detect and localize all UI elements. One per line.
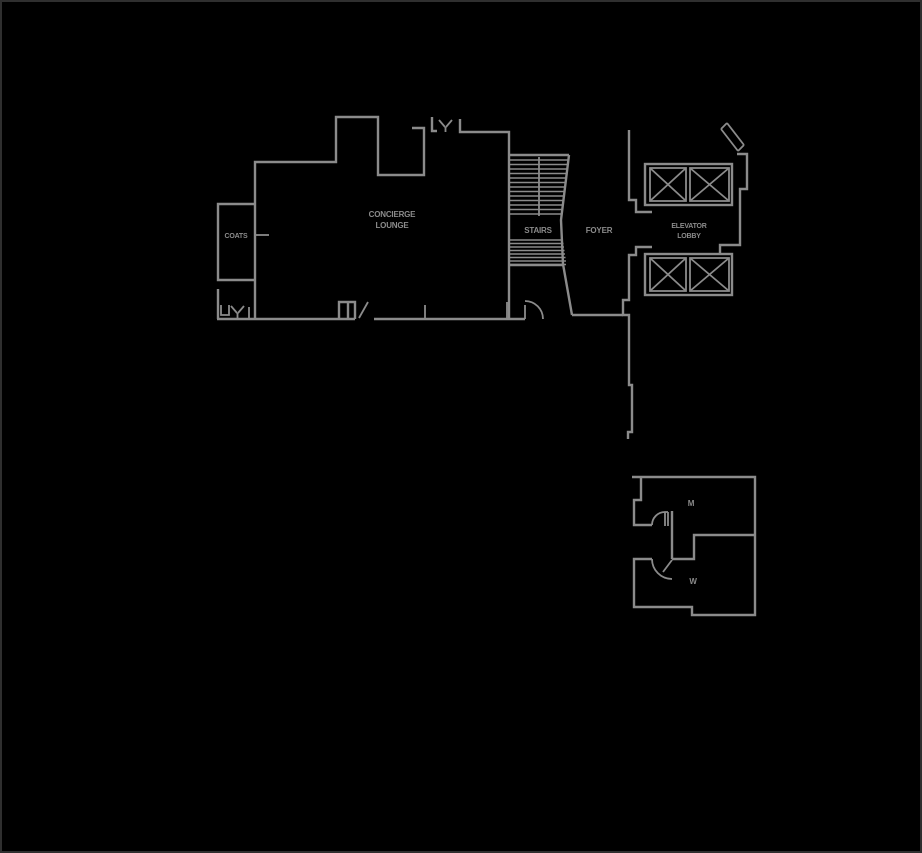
mens-door-icon — [664, 511, 669, 526]
bottom-door-leaf-icon — [358, 301, 369, 319]
elevator-shaft — [649, 167, 687, 202]
stairs-block — [509, 153, 574, 320]
elevator-shaft — [649, 257, 687, 292]
concierge-lounge-label: CONCIERGE — [369, 210, 417, 219]
elevator-lobby-walls — [621, 122, 749, 439]
bottom-entry-door-frame-icon — [220, 305, 230, 316]
foyer-label: FOYER — [586, 226, 613, 235]
elevator-shaft — [689, 167, 730, 202]
coats-label: COATS — [225, 233, 249, 240]
stair-treads-lower — [510, 239, 566, 266]
concierge-lounge-walls — [216, 115, 526, 321]
coats-closet-walls — [216, 202, 269, 282]
top-entry-door-icon — [438, 119, 453, 132]
angled-door-icon — [720, 122, 745, 152]
stairs-label: STAIRS — [524, 226, 552, 235]
concierge-lounge-label-line2: LOUNGE — [375, 221, 409, 230]
elevator-lobby-label: ELEVATOR — [671, 223, 706, 230]
under-stair-door-arc-icon — [524, 300, 544, 320]
restrooms-block — [632, 475, 757, 617]
column — [337, 300, 357, 319]
elevator-bank-bottom — [643, 252, 734, 297]
womens-door-icon — [662, 559, 673, 573]
womens-door-arc-icon — [651, 558, 673, 580]
mens-door-arc-icon — [651, 511, 666, 526]
womens-room-label: W — [689, 577, 697, 586]
mens-room-label: M — [688, 499, 695, 508]
elevator-shaft — [689, 257, 730, 292]
elevator-lobby-label-line2: LOBBY — [677, 233, 701, 240]
elevator-bank-top — [643, 162, 734, 207]
bottom-entry-door-icon — [230, 305, 245, 318]
